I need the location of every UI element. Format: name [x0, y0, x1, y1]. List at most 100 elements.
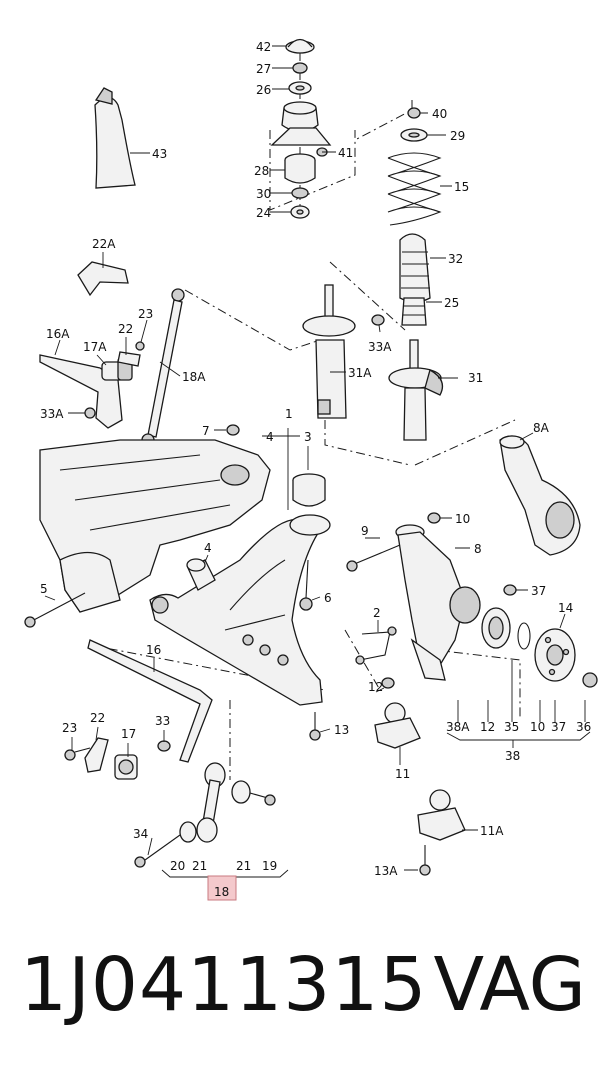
label-8A: 8A [533, 421, 550, 435]
washer-24 [290, 205, 310, 219]
label-13A: 13A [374, 864, 398, 878]
label-43: 43 [152, 147, 167, 161]
steering-knuckle-8 [395, 524, 481, 681]
label-31: 31 [468, 371, 483, 385]
bush-17-lower [114, 754, 138, 780]
label-21-right: 21 [236, 859, 251, 873]
label-37-upper: 37 [531, 584, 546, 598]
label-40: 40 [432, 107, 447, 121]
nut-33A [371, 314, 385, 326]
label-23-lower: 23 [62, 721, 77, 735]
bush-30 [291, 187, 309, 199]
top-mount-cap [285, 38, 315, 54]
label-37: 37 [551, 720, 566, 734]
bracket-22A [77, 261, 129, 297]
bump-stop-boot-32 [399, 233, 431, 303]
label-9: 9 [361, 524, 369, 538]
bolt-2 [355, 626, 397, 665]
label-16: 16 [146, 643, 161, 657]
label-22-lower: 22 [90, 711, 105, 725]
bolt-13A [419, 845, 431, 876]
label-16A: 16A [46, 327, 70, 341]
control-arm-1 [149, 514, 331, 706]
callout-labels: 42 27 26 41 28 30 24 40 29 15 32 25 43 2… [40, 40, 591, 899]
label-22A: 22A [92, 237, 116, 251]
bracket-22-lower [84, 737, 109, 773]
bracket-22-upper [117, 351, 141, 367]
label-17: 17 [121, 727, 136, 741]
footer: 1J0411315 VAG [0, 930, 600, 1050]
ball-joint-11 [374, 702, 421, 749]
label-3: 3 [304, 430, 312, 444]
label-33A-left: 33A [40, 407, 64, 421]
wheel-bearing-12 [481, 607, 511, 649]
label-17A: 17A [83, 340, 107, 354]
label-15: 15 [454, 180, 469, 194]
nut-10-upper [427, 512, 441, 524]
nut-7 [226, 424, 240, 436]
label-2: 2 [373, 606, 381, 620]
label-24: 24 [256, 206, 271, 220]
label-41: 41 [338, 146, 353, 160]
bolt-13 [309, 712, 321, 741]
label-12-lower: 12 [368, 680, 383, 694]
nut-27 [292, 62, 308, 74]
label-20: 20 [170, 859, 185, 873]
suspension-exploded-diagram: 42 27 26 41 28 30 24 40 29 15 32 25 43 2… [24, 38, 598, 901]
label-29: 29 [450, 129, 465, 143]
bush-3 [292, 473, 326, 507]
label-12: 12 [480, 720, 495, 734]
label-22-upper: 22 [118, 322, 133, 336]
label-10-upper: 10 [455, 512, 470, 526]
grease-tube-43 [94, 87, 136, 189]
label-42: 42 [256, 40, 271, 54]
label-33: 33 [155, 714, 170, 728]
washer-29 [400, 128, 428, 142]
subframe [39, 439, 271, 613]
label-38: 38 [505, 749, 520, 763]
label-36: 36 [576, 720, 591, 734]
nut-40 [407, 107, 421, 119]
drop-link-18 [134, 762, 276, 868]
nut-37-upper [503, 584, 517, 596]
bolt-23-lower [64, 747, 91, 761]
strut-31A [302, 284, 356, 419]
label-33A-right: 33A [368, 340, 392, 354]
label-31A: 31A [348, 366, 372, 380]
label-35: 35 [504, 720, 519, 734]
label-11: 11 [395, 767, 410, 781]
label-23-upper: 23 [138, 307, 153, 321]
label-21-left: 21 [192, 859, 207, 873]
wheel-hub-14 [534, 628, 576, 682]
label-18: 18 [214, 885, 229, 899]
bolt-6 [299, 559, 313, 611]
label-26: 26 [256, 83, 271, 97]
nut-12-lower [381, 677, 395, 689]
label-25: 25 [444, 296, 459, 310]
label-10: 10 [530, 720, 545, 734]
coil-spring-15 [387, 152, 442, 226]
bolt-23-upper [135, 341, 145, 351]
circlip-35 [517, 622, 531, 650]
label-6: 6 [324, 591, 332, 605]
steering-knuckle-8A [499, 435, 581, 556]
label-32: 32 [448, 252, 463, 266]
label-27: 27 [256, 62, 271, 76]
label-18A: 18A [182, 370, 206, 384]
label-1: 1 [285, 407, 293, 421]
hub-nut-36 [582, 672, 598, 688]
label-34: 34 [133, 827, 148, 841]
strut-31 [388, 339, 444, 441]
label-8: 8 [474, 542, 482, 556]
label-4-upper: 4 [266, 430, 274, 444]
ball-joint-11A [417, 789, 466, 841]
label-30: 30 [256, 187, 271, 201]
label-7: 7 [202, 424, 210, 438]
bearing-28 [284, 153, 316, 184]
brand-name: VAG [433, 942, 586, 1028]
part-number: 1J0411315 [20, 942, 428, 1028]
anti-roll-bar-16 [87, 639, 213, 763]
bump-stop-25 [401, 297, 427, 326]
label-38A: 38A [446, 720, 470, 734]
label-5: 5 [40, 582, 48, 596]
